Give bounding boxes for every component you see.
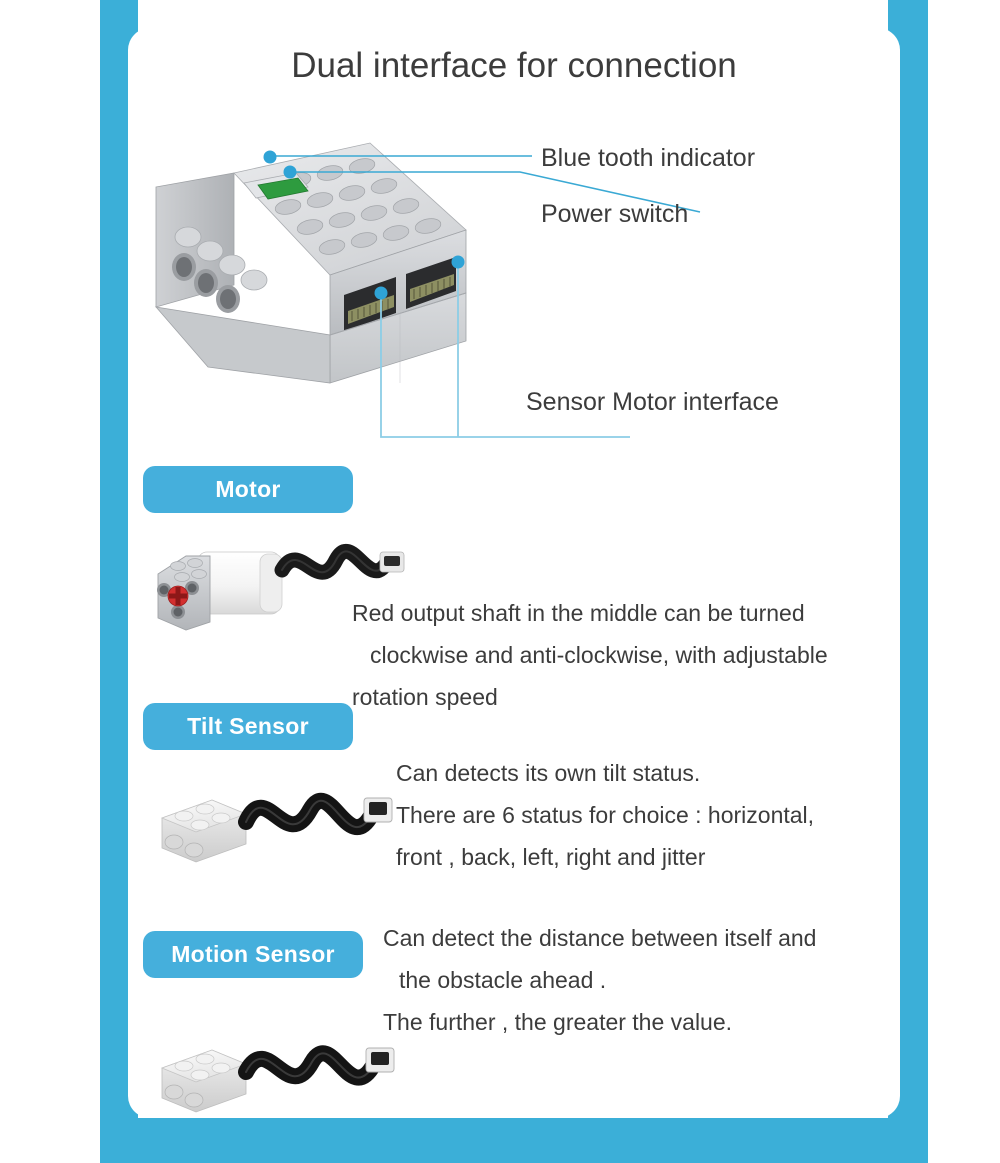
callout-label-sensor-motor-interface: Sensor Motor interface [526, 388, 779, 416]
motor-image [150, 530, 410, 655]
tilt-desc-line-2: There are 6 status for choice : horizont… [396, 802, 815, 828]
motion-sensor-image [150, 1020, 410, 1140]
callout-label-bluetooth-indicator: Blue tooth indicator [541, 144, 756, 172]
motion-connector-plug [365, 1047, 395, 1073]
section-badge-motor: Motor [143, 466, 353, 513]
motion-desc-line-3: The further , the greater the value. [383, 1009, 733, 1035]
motor-description: Red output shaft in the middle can be tu… [352, 592, 828, 718]
tilt-desc-line-3: front , back, left, right and jitter [396, 844, 706, 870]
frame-bottom-bar [100, 1118, 928, 1163]
motion-sensor-description: Can detect the distance between itself a… [383, 917, 816, 1043]
tilt-sensor-svg [160, 792, 393, 863]
tilt-sensor-description: Can detects its own tilt status. There a… [396, 752, 814, 878]
tilt-sensor-image [150, 762, 410, 890]
tilt-desc-line-1: Can detects its own tilt status. [396, 760, 701, 786]
tilt-connector-plug [363, 797, 393, 823]
motor-desc-line-3: rotation speed [352, 684, 498, 710]
motion-sensor-svg [160, 1045, 395, 1113]
hub-svg [154, 142, 467, 384]
red-output-shaft [167, 585, 189, 607]
callout-label-power-switch: Power switch [541, 200, 689, 228]
motor-desc-line-1: Red output shaft in the middle can be tu… [352, 600, 805, 626]
motor-desc-line-2: clockwise and anti-clockwise, with adjus… [370, 642, 828, 668]
section-badge-tilt-sensor: Tilt Sensor [143, 703, 353, 750]
hub-illustration [148, 135, 488, 395]
section-badge-motion-sensor: Motion Sensor [143, 931, 363, 978]
motor-svg [157, 544, 405, 631]
page-title: Dual interface for connection [291, 46, 737, 85]
motor-connector-plug [379, 551, 405, 573]
motion-desc-line-1: Can detect the distance between itself a… [383, 925, 817, 951]
motion-desc-line-2: the obstacle ahead . [399, 967, 607, 993]
